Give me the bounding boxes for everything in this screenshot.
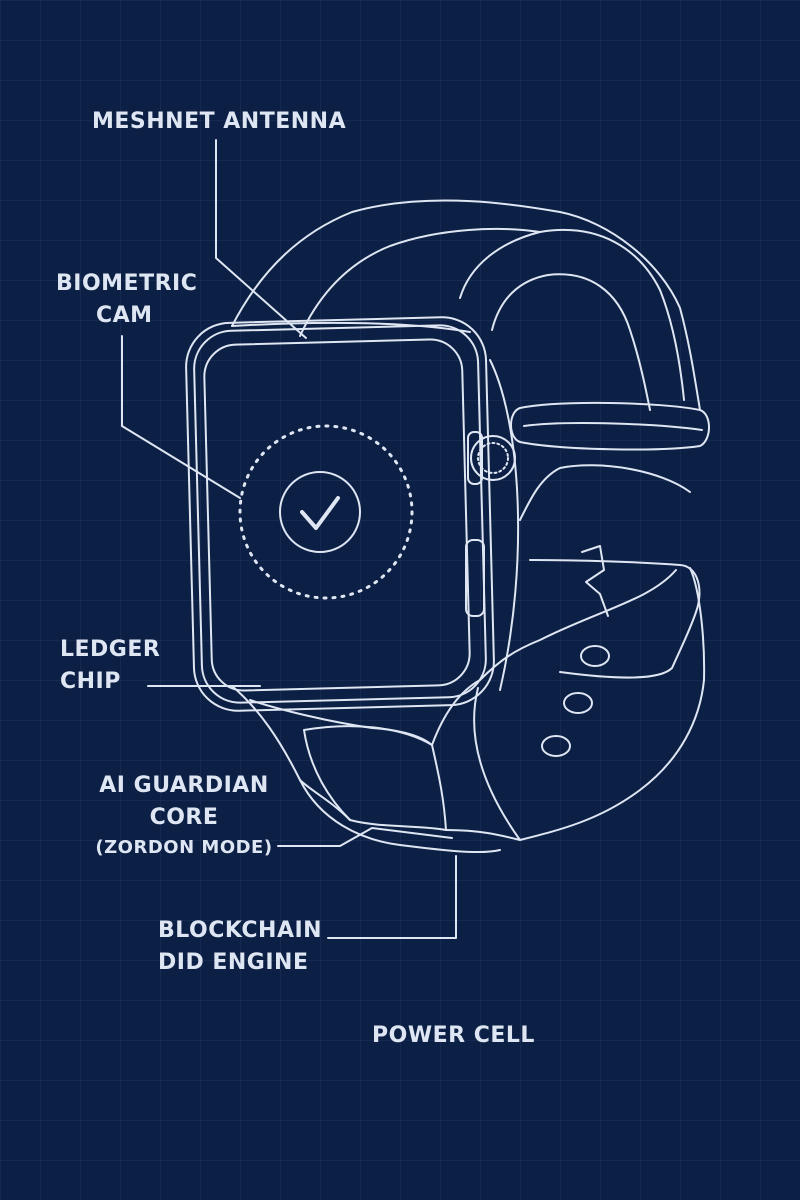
label-line: POWER CELL bbox=[372, 1023, 535, 1048]
label-biometric-cam: BIOMETRIC CAM bbox=[56, 268, 197, 332]
label-line: CHIP bbox=[60, 669, 121, 694]
leader-ai-guardian-core bbox=[277, 827, 453, 847]
leader-blockchain-did-engine bbox=[327, 855, 457, 939]
label-line: AI GUARDIAN bbox=[99, 773, 269, 798]
side-button bbox=[465, 539, 485, 617]
strap-keeper-loop bbox=[510, 401, 710, 451]
label-ledger-chip: LEDGER CHIP bbox=[60, 634, 160, 698]
label-line: BLOCKCHAIN bbox=[158, 918, 323, 943]
strap-buckle bbox=[519, 464, 701, 679]
label-line: BIOMETRIC bbox=[56, 271, 198, 296]
label-line: CAM bbox=[96, 303, 153, 328]
strap-holes bbox=[541, 645, 610, 757]
leader-meshnet-antenna bbox=[215, 139, 307, 339]
checkmark-icon bbox=[300, 496, 340, 530]
label-line: DID ENGINE bbox=[158, 950, 309, 975]
label-ai-guardian-core: AI GUARDIAN CORE (ZORDON MODE) bbox=[94, 770, 274, 862]
lower-strap bbox=[231, 567, 706, 854]
label-line: CORE bbox=[149, 805, 219, 830]
label-meshnet-antenna: MESHNET ANTENNA bbox=[92, 106, 346, 138]
watch-screen bbox=[203, 338, 471, 692]
label-blockchain-did-engine: BLOCKCHAIN DID ENGINE bbox=[158, 915, 322, 979]
label-line: MESHNET ANTENNA bbox=[92, 109, 347, 134]
leader-biometric-cam bbox=[121, 335, 241, 499]
upper-strap bbox=[231, 199, 701, 411]
label-power-cell: POWER CELL bbox=[372, 1020, 535, 1052]
digital-crown bbox=[467, 431, 516, 485]
label-line: (ZORDON MODE) bbox=[95, 837, 273, 858]
label-line: LEDGER bbox=[60, 637, 161, 662]
watch-case bbox=[185, 316, 520, 712]
